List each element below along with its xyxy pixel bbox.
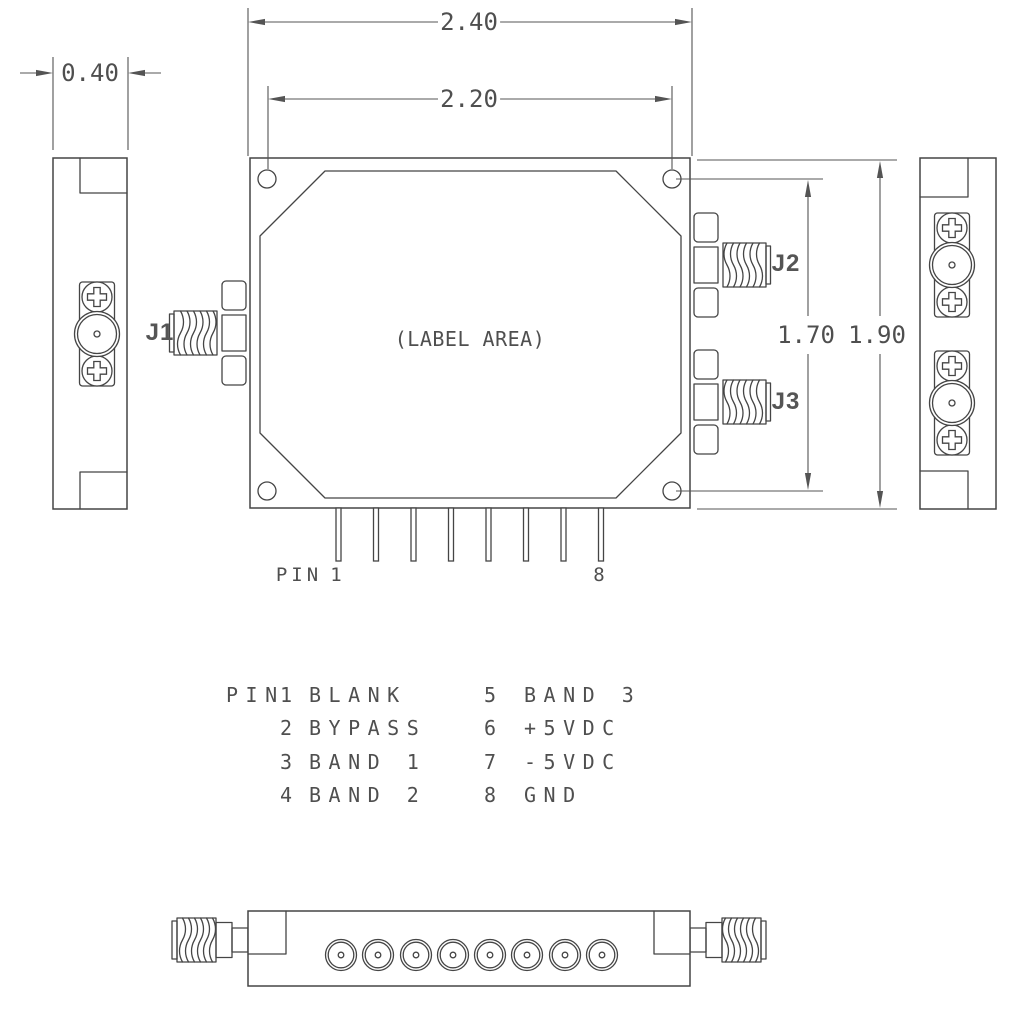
pin-number: 5 bbox=[484, 683, 504, 707]
right-side-view bbox=[919, 157, 997, 510]
j2-label: J2 bbox=[771, 250, 801, 277]
bottom-right-sma-connector bbox=[689, 917, 767, 963]
pin-name: BAND 2 bbox=[309, 783, 427, 807]
pin-number: 4 bbox=[280, 783, 300, 807]
pin-name: BLANK bbox=[309, 683, 407, 707]
dim-overall-height bbox=[697, 159, 897, 510]
left-side-view bbox=[52, 157, 128, 510]
left-side-bottom-notch bbox=[79, 471, 128, 510]
pin-callout-last: 8 bbox=[593, 564, 609, 586]
bottom-body bbox=[247, 910, 691, 987]
dim-overall-width bbox=[247, 8, 693, 156]
dim-text-hole-span-height: 1.70 bbox=[775, 321, 837, 349]
pin-number: 6 bbox=[484, 716, 504, 740]
j1-label: J1 bbox=[145, 319, 175, 346]
pin-name: GND bbox=[524, 783, 583, 807]
bottom-left-sma-connector bbox=[171, 917, 249, 963]
right-side-body bbox=[919, 157, 997, 510]
pin-name: BAND 1 bbox=[309, 750, 427, 774]
j2-sma-connector bbox=[693, 212, 772, 318]
pin-number: 2 bbox=[280, 716, 300, 740]
dim-hole-span-height bbox=[676, 178, 823, 492]
module-body bbox=[249, 157, 691, 509]
pin-number: 1 bbox=[280, 683, 300, 707]
pin-number: 8 bbox=[484, 783, 504, 807]
left-side-top-notch bbox=[79, 157, 128, 194]
dim-side-width bbox=[20, 57, 161, 150]
j3-sma-connector bbox=[693, 349, 772, 455]
pin-table-header: PIN bbox=[226, 683, 285, 707]
j3-label: J3 bbox=[771, 388, 801, 415]
dim-text-side-width: 0.40 bbox=[59, 59, 121, 87]
j1-sma-connector bbox=[168, 280, 247, 386]
cover-outline bbox=[259, 170, 682, 499]
pin-name: BYPASS bbox=[309, 716, 427, 740]
pin-name: -5VDC bbox=[524, 750, 622, 774]
pin-callout-first: 1 bbox=[330, 564, 346, 586]
bottom-left-notch bbox=[247, 910, 287, 955]
pin-name: +5VDC bbox=[524, 716, 622, 740]
pin-number: 7 bbox=[484, 750, 504, 774]
label-area-text: (LABEL AREA) bbox=[394, 327, 546, 351]
pin-callout-word: PIN bbox=[275, 564, 323, 586]
bottom-view bbox=[171, 910, 767, 987]
top-view bbox=[168, 157, 772, 562]
pins bbox=[335, 507, 605, 562]
dim-text-hole-span-width: 2.20 bbox=[438, 85, 500, 113]
pin-feedthrough-eyelets bbox=[324, 938, 619, 972]
dim-text-overall-width: 2.40 bbox=[438, 8, 500, 36]
right-side-bottom-notch bbox=[919, 470, 969, 510]
right-side-top-notch bbox=[919, 157, 969, 198]
pin-name: BAND 3 bbox=[524, 683, 642, 707]
bottom-right-notch bbox=[653, 910, 691, 955]
mounting-holes bbox=[257, 169, 682, 501]
pin-number: 3 bbox=[280, 750, 300, 774]
dim-text-overall-height: 1.90 bbox=[846, 321, 908, 349]
dim-hole-span-width bbox=[267, 86, 673, 169]
dimension-lines bbox=[20, 8, 897, 510]
